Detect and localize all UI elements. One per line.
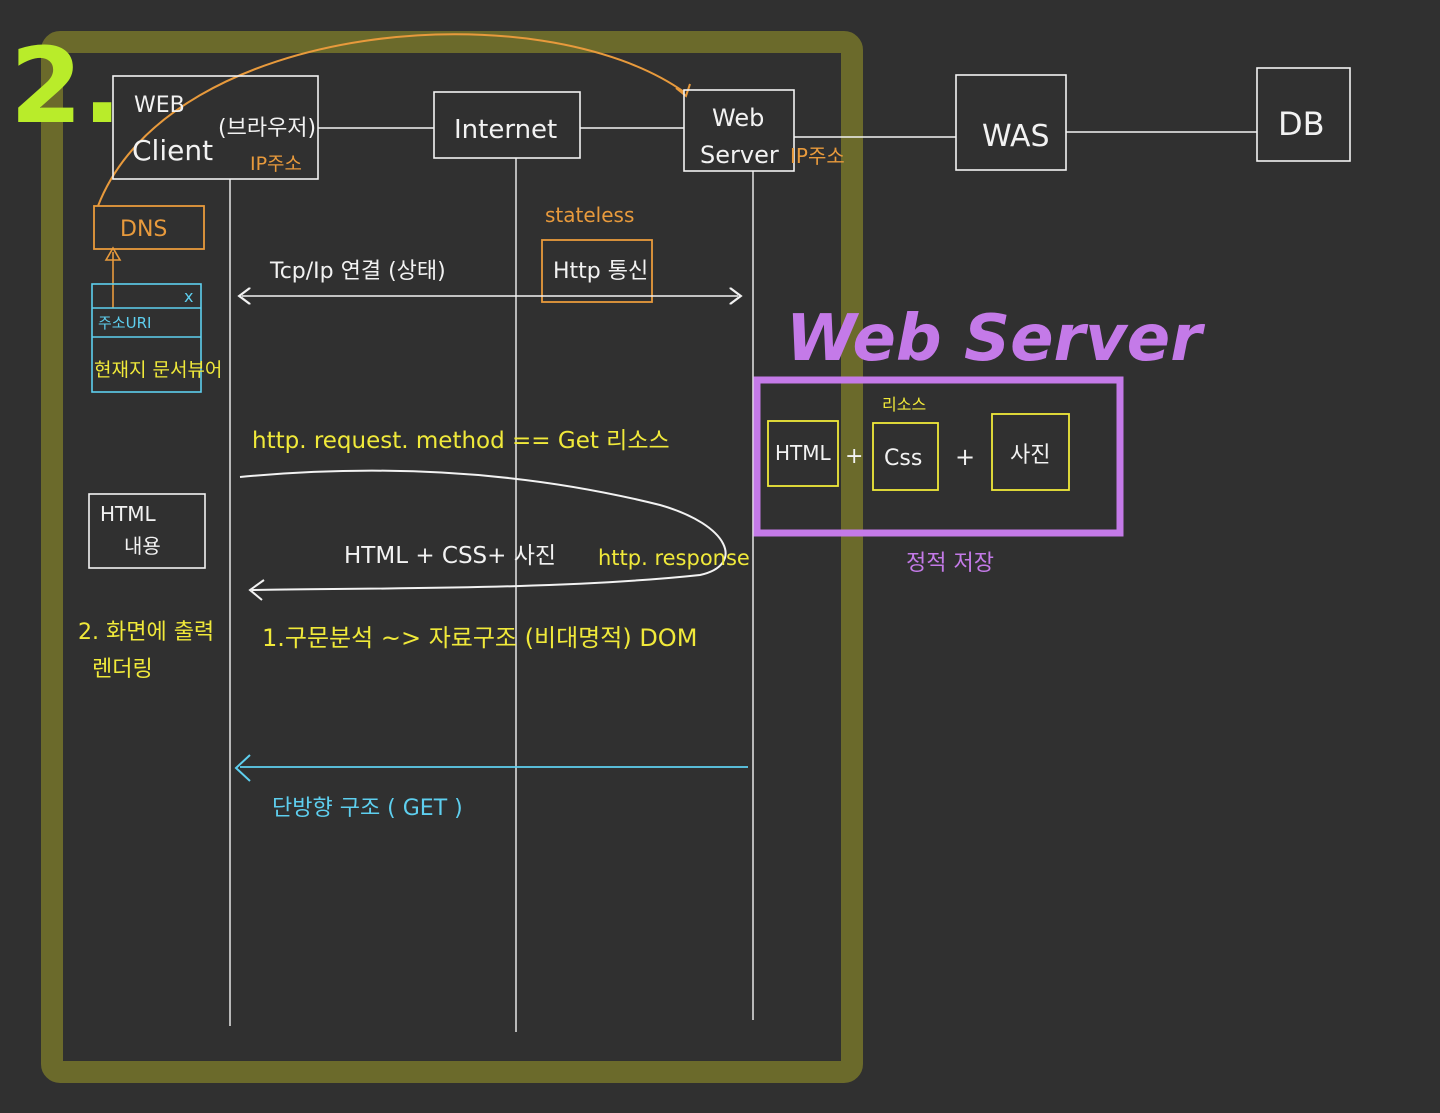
html-content-box: [88, 493, 206, 569]
uri-to-dns-arrowhead: [104, 246, 122, 261]
client-label-1: WEB: [134, 93, 185, 118]
db-label: DB: [1278, 105, 1325, 143]
html-content-line-2: 내용: [124, 534, 161, 558]
http-comm-label: Http 통신: [553, 259, 648, 284]
css-resource-label: Css: [884, 446, 922, 471]
request-label: http. request. method == Get 리소스: [252, 428, 670, 454]
css-resource-box: [872, 422, 939, 491]
photo-resource-box: [991, 413, 1070, 491]
client-ip-label: IP주소: [250, 153, 302, 175]
client-label-2: Client: [132, 134, 213, 167]
dns-label: DNS: [120, 217, 167, 242]
parse-step: 1.구문분석 ~> 자료구조 (비대명적) DOM: [262, 624, 697, 652]
photo-resource-label: 사진: [1010, 443, 1050, 468]
static-storage-label: 정적 저장: [906, 551, 994, 576]
stateless-label: stateless: [545, 203, 634, 227]
one-way-arrowhead: [234, 754, 251, 782]
request-response-loop: [239, 469, 727, 591]
dns-to-server-arrowhead: [675, 83, 691, 98]
olive-frame: [41, 31, 863, 1083]
render-step-line-1: 2. 화면에 출력: [78, 620, 214, 645]
html-resource-label: HTML: [775, 441, 832, 465]
internet-label: Internet: [454, 115, 557, 145]
html-content-line-1: HTML: [100, 502, 157, 526]
render-step-line-2: 렌더링: [92, 657, 153, 682]
response-label: http. response: [598, 546, 750, 570]
web-server-resources-box: [753, 376, 1124, 537]
web-server-ip-label: IP주소: [790, 144, 845, 168]
web-server-title: Web Server: [786, 302, 1205, 376]
dns-box: [93, 205, 205, 250]
page-number: 2.: [10, 25, 122, 147]
resource-label: 리소스: [882, 395, 926, 414]
html-resource-box: [767, 420, 839, 487]
db-box: [1256, 67, 1351, 162]
web-server-label-2: Server: [700, 141, 779, 169]
browser-address-label: 주소URI: [98, 314, 151, 332]
tcp-ip-label: Tcp/Ip 연결 (상태): [269, 259, 446, 284]
web-server-label-1: Web: [712, 104, 764, 132]
internet-box: [433, 91, 581, 159]
one-way-label: 단방향 구조 ( GET ): [272, 796, 463, 821]
web-server-box: [683, 89, 795, 172]
browser-close-icon: x: [184, 287, 193, 306]
was-box: [955, 74, 1067, 171]
browser-window: [91, 283, 202, 393]
response-arrowhead: [248, 579, 265, 601]
response-payload: HTML + CSS+ 사진: [344, 543, 556, 569]
browser-viewer-label: 현재지 문서뷰어: [94, 359, 222, 381]
was-label: WAS: [982, 119, 1050, 154]
plus-sign-2: +: [955, 443, 975, 471]
plus-sign-1: +: [845, 444, 863, 469]
client-browser-label: (브라우저): [218, 116, 316, 141]
dns-to-server-arrow: [97, 33, 685, 207]
